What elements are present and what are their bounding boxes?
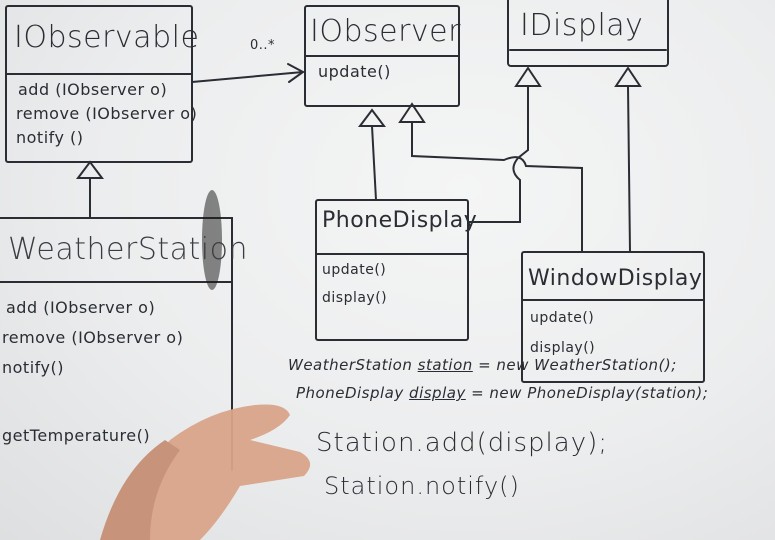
windowdisplay-box xyxy=(521,251,705,383)
weatherstation-method: add (IObserver o) xyxy=(6,298,156,317)
iobservable-method: add (IObserver o) xyxy=(18,80,168,99)
idisplay-box xyxy=(507,0,669,67)
phonedisplay-box xyxy=(315,199,469,341)
wd-idisplay-head xyxy=(614,66,642,87)
weatherstation-title: WeatherStation xyxy=(8,232,248,267)
code-assignment: = new PhoneDisplay(station); xyxy=(471,384,709,402)
association-multiplicity: 0..* xyxy=(250,38,276,53)
phonedisplay-title: PhoneDisplay xyxy=(322,208,478,233)
pd-idisplay-line xyxy=(467,85,529,223)
code-assignment: = new WeatherStation(); xyxy=(478,356,677,374)
code-line-4: Station.notify() xyxy=(324,472,520,500)
iobservable-box xyxy=(5,5,193,163)
iobserver-method: update() xyxy=(318,62,391,81)
code-variable: station xyxy=(417,356,473,374)
iobservable-method: remove (IObserver o) xyxy=(16,104,198,123)
idisplay-title: IDisplay xyxy=(520,8,644,43)
windowdisplay-title: WindowDisplay xyxy=(528,266,703,291)
pd-iobserver-line xyxy=(371,125,377,201)
code-variable: display xyxy=(409,384,466,402)
weatherstation-method: notify() xyxy=(2,358,64,377)
code-line-3: Station.add(display); xyxy=(316,428,609,458)
pd-idisplay-head xyxy=(514,66,542,87)
weatherstation-method: getTemperature() xyxy=(2,426,151,445)
windowdisplay-method: update() xyxy=(530,310,595,326)
code-type: WeatherStation xyxy=(288,356,413,374)
weatherstation-method: remove (IObserver o) xyxy=(2,328,184,347)
code-type: PhoneDisplay xyxy=(296,384,404,402)
iobservable-method: notify () xyxy=(16,128,84,147)
presenter-hand xyxy=(100,190,311,540)
windowdisplay-method: display() xyxy=(530,340,596,356)
pd-iobserver-head xyxy=(358,108,386,127)
iobserver-title: IObserver xyxy=(310,14,461,49)
phonedisplay-method: display() xyxy=(322,290,388,306)
iobservable-title: IObservable xyxy=(14,20,200,55)
association-line xyxy=(191,71,304,83)
ws-inherit-head xyxy=(76,160,104,179)
code-line-2: PhoneDisplay display = new PhoneDisplay(… xyxy=(296,384,708,402)
association-arrowhead xyxy=(287,63,305,83)
wd-iobserver-head xyxy=(398,102,426,123)
wd-idisplay-line xyxy=(627,85,631,253)
code-line-1: WeatherStation station = new WeatherStat… xyxy=(288,356,677,374)
weatherstation-box xyxy=(0,217,233,471)
phonedisplay-method: update() xyxy=(322,262,387,278)
